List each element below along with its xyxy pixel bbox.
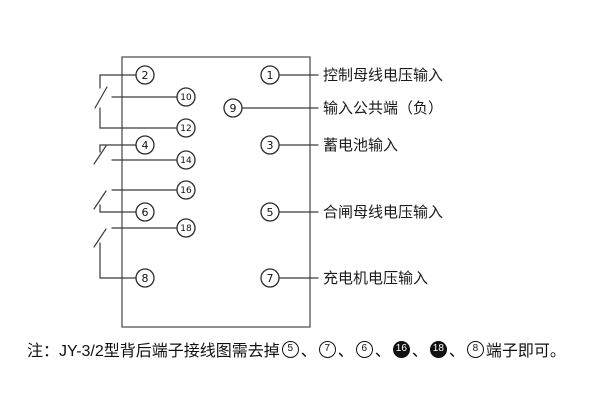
terminal-8: 8 (135, 268, 155, 288)
terminal-number: 8 (142, 272, 149, 285)
terminal-4: 4 (135, 135, 155, 155)
terminal-2: 2 (135, 65, 155, 85)
terminal-circle (260, 202, 280, 222)
terminal-circle (176, 180, 196, 200)
terminal-circle (176, 150, 196, 170)
terminal-circle (135, 65, 155, 85)
note-separator: 、 (411, 343, 428, 360)
terminal-6: 6 (135, 202, 155, 222)
label-terminal-1: 控制母线电压输入 (323, 67, 443, 84)
note-terminal-5-icon: 5 (281, 340, 299, 358)
left-wiring (93, 74, 178, 279)
terminal-circle (135, 268, 155, 288)
note-terminal-18-icon: 18 (429, 340, 447, 358)
terminal-number: 2 (142, 69, 149, 82)
terminal-number: 10 (180, 93, 192, 103)
terminal-circle (135, 202, 155, 222)
label-terminal-5: 合闸母线电压输入 (323, 204, 443, 221)
terminal-number: 7 (267, 272, 274, 285)
terminal-circle (260, 65, 280, 85)
terminal-1: 1 (260, 65, 280, 85)
terminal-number: 9 (230, 102, 237, 115)
terminal-16: 16 (176, 180, 196, 200)
terminal-number: 6 (142, 206, 149, 219)
wire-terminal-8 (99, 242, 137, 279)
terminal-10: 10 (176, 87, 196, 107)
switch-blade-icon (93, 228, 107, 248)
note-suffix: 端子即可。 (485, 343, 566, 360)
terminal-14: 14 (176, 150, 196, 170)
terminal-7: 7 (260, 268, 280, 288)
terminal-3: 3 (260, 135, 280, 155)
switch-blade-icon (93, 190, 107, 210)
note-terminal-16-icon: 16 (392, 340, 410, 358)
terminal-circle (223, 98, 243, 118)
label-terminal-9: 输入公共端（负） (323, 100, 443, 117)
note-separator: 、 (374, 343, 391, 360)
terminal-circle (176, 218, 196, 238)
wire-terminal-4 (99, 144, 137, 153)
wire-terminal-6 (99, 204, 137, 213)
note-terminal-7-icon: 7 (318, 340, 336, 358)
label-terminal-3: 蓄电池输入 (323, 137, 398, 154)
switch-blade-icon (94, 86, 108, 109)
wire-terminal-12 (99, 107, 178, 129)
terminal-12: 12 (176, 118, 196, 138)
footnote: 注：JY-3/2型背后端子接线图需去掉 5 、 7 、 6 、 16 、 18 … (27, 337, 566, 361)
terminal-circle (135, 135, 155, 155)
terminal-number: 4 (142, 139, 149, 152)
terminal-number: 5 (267, 206, 274, 219)
terminal-number: 14 (180, 156, 192, 166)
terminal-18: 18 (176, 218, 196, 238)
terminal-circle (176, 118, 196, 138)
right-wiring (241, 74, 319, 279)
note-separator: 、 (337, 343, 354, 360)
terminal-circle (260, 135, 280, 155)
terminal-circle (176, 87, 196, 107)
note-terminal-8-icon: 8 (466, 340, 484, 358)
terminal-5: 5 (260, 202, 280, 222)
terminal-number: 18 (180, 224, 192, 234)
terminal-circle (260, 268, 280, 288)
switch-blade-icon (93, 145, 107, 165)
relay-outline-box (121, 56, 311, 328)
terminal-number: 12 (180, 124, 191, 134)
note-separator: 、 (448, 343, 465, 360)
terminal-9: 9 (223, 98, 243, 118)
note-separator: 、 (300, 343, 317, 360)
label-terminal-7: 充电机电压输入 (323, 270, 428, 287)
terminal-number: 16 (180, 186, 192, 196)
note-terminal-6-icon: 6 (355, 340, 373, 358)
wire-terminal-2 (99, 74, 137, 89)
note-prefix: 注：JY-3/2型背后端子接线图需去掉 (27, 343, 280, 360)
terminal-number: 3 (267, 139, 274, 152)
terminal-number: 1 (267, 69, 274, 82)
